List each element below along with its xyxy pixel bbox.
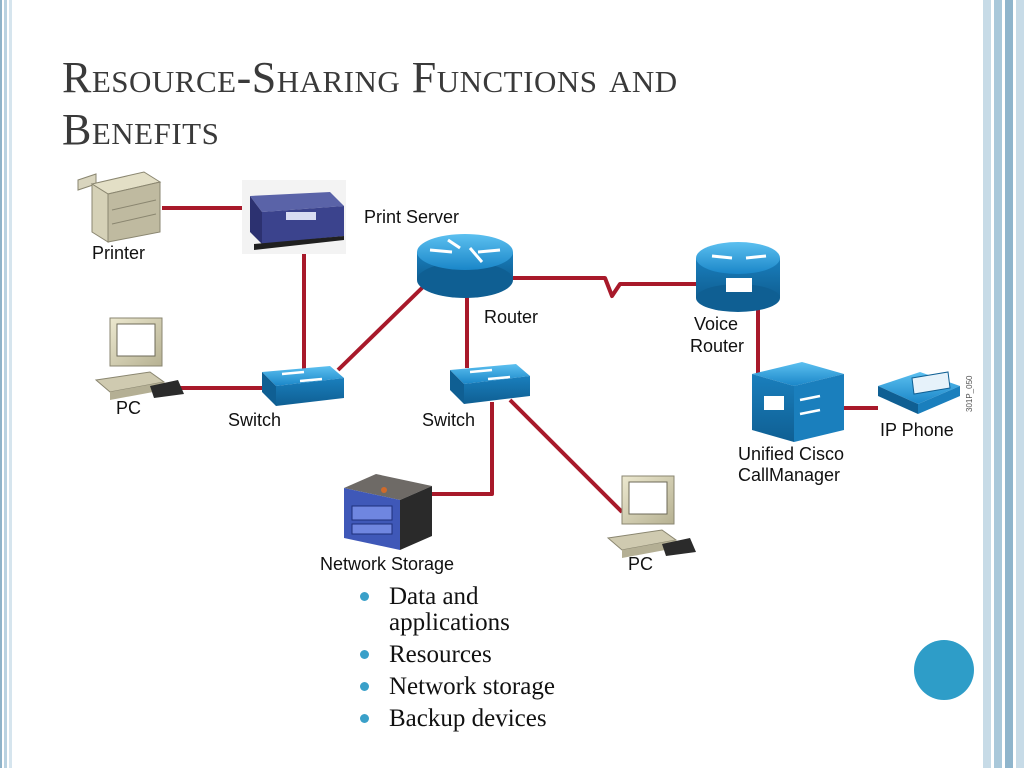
network-links — [162, 206, 878, 514]
bullet-text-line-2: applications — [389, 609, 510, 636]
label-switch-center: Switch — [422, 410, 475, 430]
network-storage-icon — [344, 474, 432, 550]
ip-phone-icon — [878, 371, 960, 414]
bullet-text: Network storage — [389, 673, 555, 700]
bullet-item: Data and applications — [360, 584, 555, 636]
label-voice-router-line-1: Voice — [694, 314, 738, 334]
decorative-circle — [914, 640, 974, 700]
pc-bottom-icon — [606, 475, 696, 558]
callmanager-icon — [752, 362, 844, 442]
label-printer: Printer — [92, 243, 145, 263]
slide-title-line-2: Benefits — [62, 105, 220, 154]
router-icon — [417, 234, 513, 298]
link-switch-storage — [432, 402, 494, 496]
label-pc-left: PC — [116, 398, 141, 418]
label-router: Router — [484, 307, 538, 327]
bullet-dot-icon — [360, 714, 369, 723]
printer-icon — [77, 171, 162, 243]
bullet-dot-icon — [360, 650, 369, 659]
bullet-item: Resources — [360, 642, 555, 668]
bullet-dot-icon — [360, 592, 369, 601]
label-ip-phone: IP Phone — [880, 420, 954, 440]
voice-router-icon — [696, 242, 780, 312]
right-frame-border — [980, 0, 1024, 768]
bullet-dot-icon — [360, 682, 369, 691]
switch-center-icon — [450, 364, 530, 404]
print-server-icon — [242, 180, 346, 254]
left-frame-border — [0, 0, 12, 768]
pc-left-icon — [94, 317, 184, 400]
link-router-voicerouter-serial — [512, 276, 700, 298]
label-network-storage: Network Storage — [320, 554, 454, 574]
slide-title: Resource-Sharing Functions and Benefits — [62, 52, 862, 156]
label-callmanager-line-2: CallManager — [738, 465, 840, 485]
bullet-text: Backup devices — [389, 705, 547, 732]
bullet-item: Network storage — [360, 674, 555, 700]
label-voice-router-line-2: Router — [690, 336, 744, 356]
slide-title-line-1: Resource-Sharing Functions and — [62, 53, 678, 102]
label-pc-bottom: PC — [628, 554, 653, 574]
bullet-text-line-1: Data and — [389, 583, 479, 610]
label-print-server: Print Server — [364, 207, 459, 227]
bullet-text: Resources — [389, 641, 492, 668]
network-diagram: Printer Print Server Router Voice Router… — [77, 171, 974, 574]
switch-left-icon — [262, 366, 344, 406]
link-switch-router — [336, 284, 426, 372]
link-switch-pc — [508, 398, 624, 514]
label-callmanager-line-1: Unified Cisco — [738, 444, 844, 464]
benefits-list: Data and applications Resources Network … — [360, 584, 555, 738]
label-switch-left: Switch — [228, 410, 281, 430]
figure-code: 301P_050 — [965, 375, 974, 412]
bullet-item: Backup devices — [360, 706, 555, 732]
